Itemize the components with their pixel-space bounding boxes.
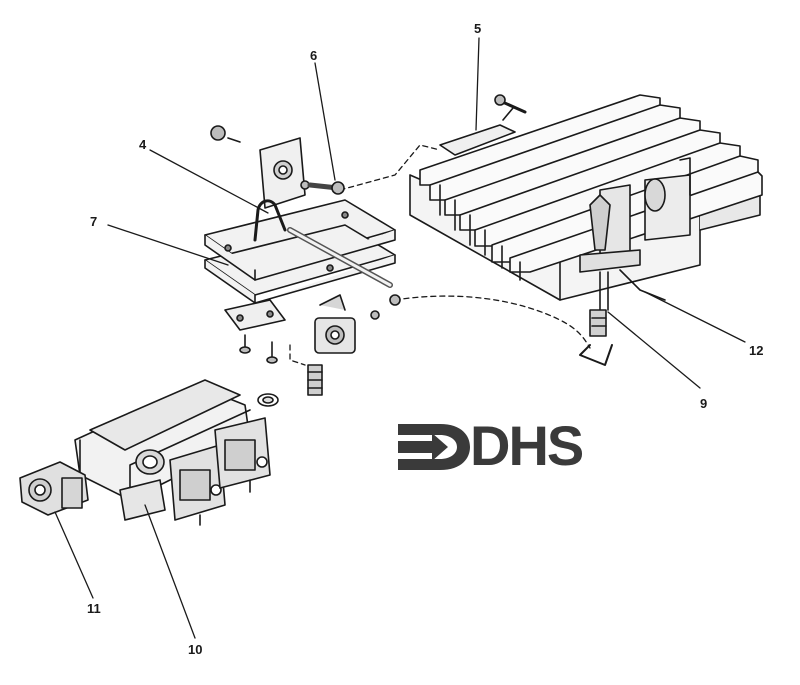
connection-lines (289, 144, 591, 366)
logo-text: DHS (470, 414, 584, 477)
callout-7: 7 (90, 214, 98, 229)
inlet-fitting-11 (19, 461, 89, 516)
bracket-6 (210, 125, 345, 209)
mounting-plates (204, 199, 396, 304)
callout-11: 11 (87, 601, 101, 616)
gas-valve-10 (74, 379, 271, 526)
logo-mark (398, 424, 470, 470)
pilot-tube (579, 344, 613, 366)
callout-5: 5 (474, 21, 482, 36)
burner-tube-4 (253, 199, 393, 288)
burner-assembly (409, 94, 763, 337)
leader-lines (54, 37, 746, 639)
callout-9: 9 (700, 396, 708, 411)
callout-4: 4 (139, 137, 147, 152)
callout-6: 6 (310, 48, 318, 63)
callout-12: 12 (749, 343, 764, 358)
callout-10: 10 (188, 642, 203, 657)
flange-fittings (224, 294, 401, 407)
